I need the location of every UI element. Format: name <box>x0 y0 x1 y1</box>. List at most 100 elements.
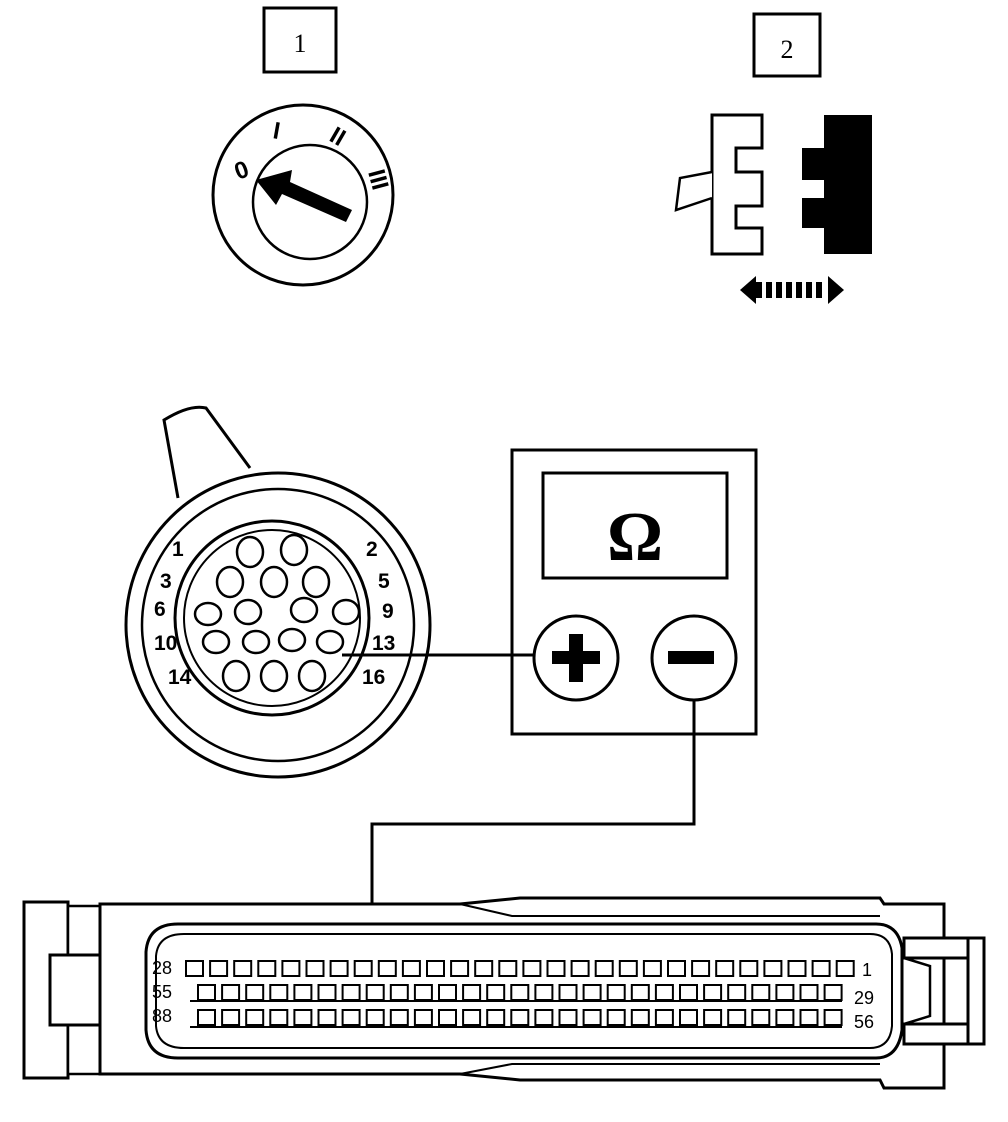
ecu-pin-cavity <box>534 984 554 1001</box>
pin-label-10: 10 <box>154 632 177 655</box>
ecu-pin-cavity <box>606 1009 626 1026</box>
ecu-pin-cavity <box>221 984 241 1001</box>
latch-tab-icon <box>674 170 713 212</box>
ecu-pin-cavity <box>787 960 807 977</box>
ecu-pin-cavity <box>703 1009 723 1026</box>
connector-disconnect-icon <box>674 113 872 304</box>
double-arrow-icon <box>740 276 844 304</box>
pin-label-5: 5 <box>378 570 390 593</box>
ecu-pin-cavity <box>570 960 590 977</box>
ecu-pin-cavity <box>329 960 349 977</box>
ecu-pin-cavity <box>823 1009 843 1026</box>
ecu-pin-cavity <box>835 960 855 977</box>
ecu-pin-cavity <box>739 960 759 977</box>
ecu-pin-cavity <box>293 984 313 1001</box>
positive-terminal: + <box>532 614 620 702</box>
ecu-pin-cavity <box>293 1009 313 1026</box>
ecu-pin-cavity <box>679 1009 698 1026</box>
socket-half-icon <box>802 115 872 254</box>
pin-label-1: 1 <box>172 538 184 561</box>
ecu-pin-cavity <box>245 1009 265 1026</box>
ecu-pin-cavity <box>582 1009 602 1026</box>
ecu-pin-cavity <box>642 960 662 977</box>
pin-label-6: 6 <box>154 598 166 621</box>
minus-icon <box>668 651 714 664</box>
ecu-pin-cavity <box>185 960 204 977</box>
ignition-switch-icon: 0 I II III <box>211 103 395 287</box>
round-connector: 1 2 3 5 6 9 10 13 14 16 <box>124 405 432 779</box>
ecu-pin-cavity <box>474 960 494 977</box>
ecu-pin-cavity <box>510 984 530 1001</box>
ecu-pin-cavity <box>594 960 614 977</box>
ecu-row-2-right-label: 29 <box>854 988 874 1008</box>
ecu-pin-cavity <box>679 984 698 1001</box>
ecu-pin-cavity <box>401 960 421 977</box>
ecu-connector: 28 1 55 29 88 56 <box>22 896 986 1090</box>
ecu-pin-cavity <box>618 960 638 977</box>
ecu-row-1-left-label: 28 <box>152 958 172 978</box>
pin-label-9: 9 <box>382 600 394 623</box>
ecu-pin-cavity <box>462 1009 482 1026</box>
ecu-pin-cavity <box>751 1009 771 1026</box>
ecu-pin-cavity <box>751 984 771 1001</box>
ecu-pin-cavity <box>534 1009 554 1026</box>
ecu-pin-cavity <box>799 1009 819 1026</box>
ecu-pin-cavity <box>763 960 783 977</box>
ecu-pin-cavity <box>510 1009 530 1026</box>
ecu-row-3-right-label: 56 <box>854 1012 874 1032</box>
ecu-pin-cavity <box>654 984 674 1001</box>
ecu-pin-cavity <box>811 960 831 977</box>
ecu-pin-cavity <box>630 984 650 1001</box>
ecu-pin-cavity <box>691 960 711 977</box>
ecu-pin-cavity <box>389 1009 409 1026</box>
ecu-pin-cavity <box>413 1009 433 1026</box>
ecu-pin-cavity <box>233 960 253 977</box>
ecu-pin-cavity <box>450 960 470 977</box>
ignition-key-arrow-icon <box>256 170 352 222</box>
ecu-pin-cavity <box>775 984 795 1001</box>
ecu-pin-cavity <box>558 1009 578 1026</box>
ecu-pin-cavity <box>305 960 325 977</box>
ecu-pin-cavity <box>257 960 277 977</box>
ecu-pin-cavity <box>197 1009 216 1026</box>
ecu-row-3-left-label: 88 <box>152 1006 172 1026</box>
ecu-pin-cavity <box>365 1009 385 1026</box>
ecu-pin-cavity <box>377 960 397 977</box>
ecu-pin-cavity <box>365 984 385 1001</box>
ecu-pin-cavity <box>353 960 373 977</box>
ecu-pin-grid <box>185 960 855 1028</box>
ecu-pin-cavity <box>341 984 361 1001</box>
test-leads <box>342 653 696 962</box>
ecu-pin-cavity <box>209 960 229 977</box>
ecu-pin-cavity <box>462 984 482 1001</box>
ecu-pin-cavity <box>727 984 747 1001</box>
ecu-pin-cavity <box>546 960 566 977</box>
step-1-label: 1 <box>262 6 338 74</box>
ecu-pin-cavity <box>498 960 518 977</box>
ecu-pin-cavity <box>775 1009 795 1026</box>
ecu-pin-cavity <box>630 1009 650 1026</box>
ecu-pin-cavity <box>245 984 265 1001</box>
pin-label-2: 2 <box>366 538 378 561</box>
negative-terminal: − <box>650 614 738 702</box>
ecu-pin-cavity <box>486 1009 506 1026</box>
ecu-pin-cavity <box>486 984 506 1001</box>
ecu-pin-cavity <box>269 1009 289 1026</box>
ecu-pin-cavity <box>799 984 819 1001</box>
ecu-pin-cavity <box>317 984 337 1001</box>
ecu-pin-cavity <box>413 984 433 1001</box>
ecu-pin-cavity <box>426 960 445 977</box>
multimeter-display <box>541 471 729 580</box>
ecu-pin-cavity <box>667 960 686 977</box>
ecu-row-2-left-label: 55 <box>152 982 172 1002</box>
ecu-pin-cavity <box>281 960 301 977</box>
cable-stub-icon <box>162 405 252 499</box>
ignition-position-1: I <box>271 117 282 145</box>
ecu-pin-cavity <box>221 1009 241 1026</box>
ecu-pin-cavity <box>606 984 626 1001</box>
ecu-pin-cavity <box>522 960 542 977</box>
ecu-pin-cavity <box>582 984 602 1001</box>
ecu-pin-cavity <box>727 1009 747 1026</box>
step-1-number: 1 <box>294 29 307 58</box>
